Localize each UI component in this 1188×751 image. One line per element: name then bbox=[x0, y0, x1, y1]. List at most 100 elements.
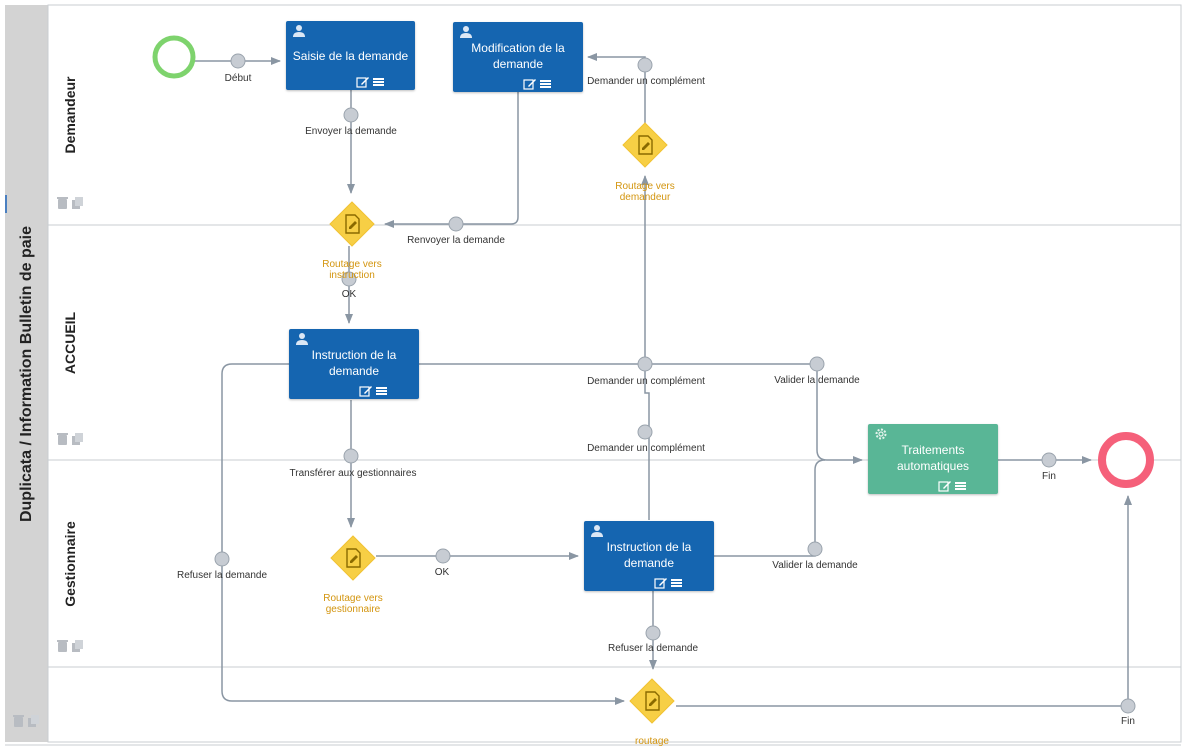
gear-icon bbox=[875, 428, 887, 440]
flow-refuser-accueil[interactable] bbox=[221, 363, 625, 705]
waypoint[interactable] bbox=[448, 216, 464, 232]
flow-label: Début bbox=[224, 73, 252, 84]
document-edit-icon bbox=[346, 548, 361, 568]
waypoint[interactable] bbox=[809, 356, 825, 372]
task-label: Instruction de la demande bbox=[606, 540, 692, 570]
user-icon bbox=[296, 333, 308, 345]
copy-icon[interactable] bbox=[72, 640, 83, 652]
lane-label: ACCUEIL bbox=[62, 311, 78, 374]
edit-icon[interactable] bbox=[523, 79, 536, 90]
waypoint[interactable] bbox=[1120, 698, 1136, 714]
task-label: Instruction de la demande bbox=[311, 348, 397, 378]
waypoint[interactable] bbox=[637, 57, 653, 73]
waypoint[interactable] bbox=[637, 424, 653, 440]
waypoint[interactable] bbox=[807, 541, 823, 557]
trash-icon[interactable] bbox=[57, 433, 68, 445]
waypoint[interactable] bbox=[637, 356, 653, 372]
task-actions bbox=[868, 479, 998, 492]
flow-demander-complement-gest[interactable] bbox=[644, 364, 650, 520]
waypoint[interactable] bbox=[343, 448, 359, 464]
waypoint[interactable] bbox=[343, 107, 359, 123]
task-actions bbox=[584, 576, 714, 589]
copy-icon[interactable] bbox=[72, 197, 83, 209]
lane-tools-gestionnaire bbox=[57, 640, 83, 652]
edit-icon[interactable] bbox=[359, 386, 372, 397]
menu-icon[interactable] bbox=[376, 387, 387, 395]
lane-gestionnaire[interactable]: Gestionnaire bbox=[48, 460, 92, 667]
flow-label: Refuser la demande bbox=[176, 570, 268, 581]
flow-label: Fin bbox=[1042, 471, 1056, 482]
gateway-routage-demandeur[interactable] bbox=[622, 122, 668, 168]
pool-title: Duplicata / Information Bulletin de paie bbox=[5, 5, 48, 742]
edit-icon[interactable] bbox=[355, 77, 369, 88]
flow-label: Envoyer la demande bbox=[305, 126, 397, 137]
task-modification[interactable]: Modification de la demande bbox=[453, 22, 583, 92]
lane-accueil[interactable]: ACCUEIL bbox=[48, 225, 92, 460]
lane-tools-demandeur bbox=[57, 197, 83, 209]
task-saisie[interactable]: Saisie de la demande bbox=[286, 21, 415, 90]
end-event[interactable] bbox=[1098, 432, 1154, 488]
lane-label: Gestionnaire bbox=[62, 520, 78, 607]
flow-label: OK bbox=[341, 289, 357, 300]
task-label: Saisie de la demande bbox=[292, 49, 409, 63]
pool-border bbox=[47, 4, 1182, 743]
menu-icon[interactable] bbox=[540, 80, 551, 88]
flow-label: Demander un complément bbox=[587, 376, 705, 387]
flow-label: Valider la demande bbox=[772, 560, 858, 571]
flow-renvoyer[interactable] bbox=[384, 92, 519, 228]
task-label: Traitements automatiques bbox=[896, 443, 970, 473]
task-label: Modification de la demande bbox=[471, 41, 565, 71]
gateway-routage-gestionnaire[interactable] bbox=[330, 535, 376, 581]
task-actions bbox=[286, 75, 415, 88]
document-edit-icon bbox=[345, 214, 360, 234]
trash-icon[interactable] bbox=[57, 197, 68, 209]
flow-label: Valider la demande bbox=[774, 375, 860, 386]
flow-label: Fin bbox=[1121, 716, 1135, 727]
gateway-routage[interactable] bbox=[629, 678, 675, 724]
menu-icon[interactable] bbox=[372, 78, 384, 86]
lane-tools-pool bbox=[13, 715, 39, 727]
user-icon bbox=[293, 25, 305, 37]
start-event[interactable] bbox=[152, 35, 196, 79]
lane-unnamed[interactable] bbox=[48, 667, 92, 745]
flow-label: OK bbox=[434, 567, 450, 578]
flow-valider-gest[interactable] bbox=[714, 459, 826, 557]
edit-icon[interactable] bbox=[654, 578, 667, 589]
gateway-label: Routage vers demandeur bbox=[615, 181, 675, 203]
gateway-label: Routage vers gestionnaire bbox=[323, 593, 383, 615]
trash-icon[interactable] bbox=[13, 715, 24, 727]
waypoint[interactable] bbox=[230, 53, 246, 69]
waypoint[interactable] bbox=[214, 551, 230, 567]
task-instruction-gestionnaire[interactable]: Instruction de la demande bbox=[584, 521, 714, 591]
task-instruction-accueil[interactable]: Instruction de la demande bbox=[289, 329, 419, 399]
copy-icon[interactable] bbox=[72, 433, 83, 445]
user-icon bbox=[591, 525, 603, 537]
flow-valider-accueil[interactable] bbox=[645, 363, 863, 464]
document-edit-icon bbox=[645, 691, 660, 711]
edit-icon[interactable] bbox=[938, 481, 951, 492]
lane-demandeur[interactable]: Demandeur bbox=[48, 5, 92, 225]
waypoint[interactable] bbox=[1041, 452, 1057, 468]
menu-icon[interactable] bbox=[955, 482, 966, 490]
menu-icon[interactable] bbox=[671, 579, 682, 587]
waypoint[interactable] bbox=[645, 625, 661, 641]
task-actions bbox=[453, 77, 583, 90]
flow-label: Renvoyer la demande bbox=[407, 235, 505, 246]
flow-demander-complement-top[interactable] bbox=[587, 53, 646, 123]
waypoint[interactable] bbox=[435, 548, 451, 564]
flow-fin-bottom[interactable] bbox=[676, 495, 1132, 707]
flow-label: Demander un complément bbox=[587, 443, 705, 454]
gateway-routage-instruction[interactable] bbox=[329, 201, 375, 247]
flow-label: Demander un complément bbox=[587, 76, 705, 87]
task-traitements-automatiques[interactable]: Traitements automatiques bbox=[868, 424, 998, 494]
task-actions bbox=[289, 384, 419, 397]
trash-icon[interactable] bbox=[57, 640, 68, 652]
gateway-label: routage bbox=[635, 736, 669, 747]
copy-icon[interactable] bbox=[28, 715, 39, 727]
document-edit-icon bbox=[638, 135, 653, 155]
flow-label: Refuser la demande bbox=[607, 643, 699, 654]
flow-demander-complement-accueil[interactable] bbox=[419, 175, 649, 365]
waypoint[interactable] bbox=[341, 271, 357, 287]
